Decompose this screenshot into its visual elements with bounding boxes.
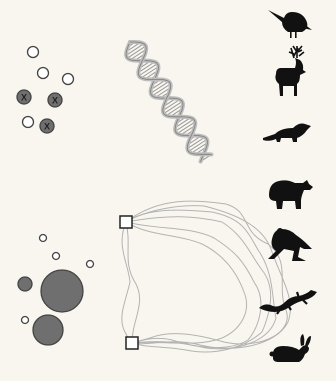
top-circle-6 — [23, 117, 34, 128]
top-circle-2 — [38, 68, 49, 79]
top-circle-1 — [28, 47, 39, 58]
circle-x-mark: X — [52, 96, 58, 106]
bottom-circle-2 — [53, 253, 60, 260]
tangle-line — [126, 206, 290, 349]
tangle-line — [126, 217, 271, 352]
deer-silhouette-icon — [275, 46, 306, 96]
tangle-line — [126, 222, 247, 343]
bird-silhouette-icon — [268, 10, 312, 38]
bottom-circle-5 — [41, 270, 83, 312]
bottom-circle-group — [18, 235, 94, 346]
frog-silhouette-icon — [268, 228, 312, 261]
bear-silhouette-icon — [269, 180, 313, 209]
network-node-bottom-square — [126, 337, 138, 349]
circle-x-mark: X — [21, 93, 27, 103]
top-circle-3 — [63, 74, 74, 85]
tangle-line — [122, 222, 132, 343]
rabbit-silhouette-icon — [270, 334, 312, 362]
circle-x-mark: X — [44, 122, 50, 132]
tangled-network-lines — [122, 201, 291, 352]
top-circle-group — [17, 47, 74, 134]
dna-double-helix-icon — [126, 42, 211, 162]
bottom-circle-1 — [40, 235, 47, 242]
tangle-line — [126, 201, 287, 344]
network-node-top-square — [120, 216, 132, 228]
ferret-silhouette-icon — [263, 124, 311, 143]
bottom-circle-7 — [33, 315, 63, 345]
bottom-circle-6 — [22, 317, 29, 324]
bottom-circle-4 — [18, 277, 32, 291]
tangle-line — [126, 222, 140, 343]
bottom-circle-3 — [87, 261, 94, 268]
